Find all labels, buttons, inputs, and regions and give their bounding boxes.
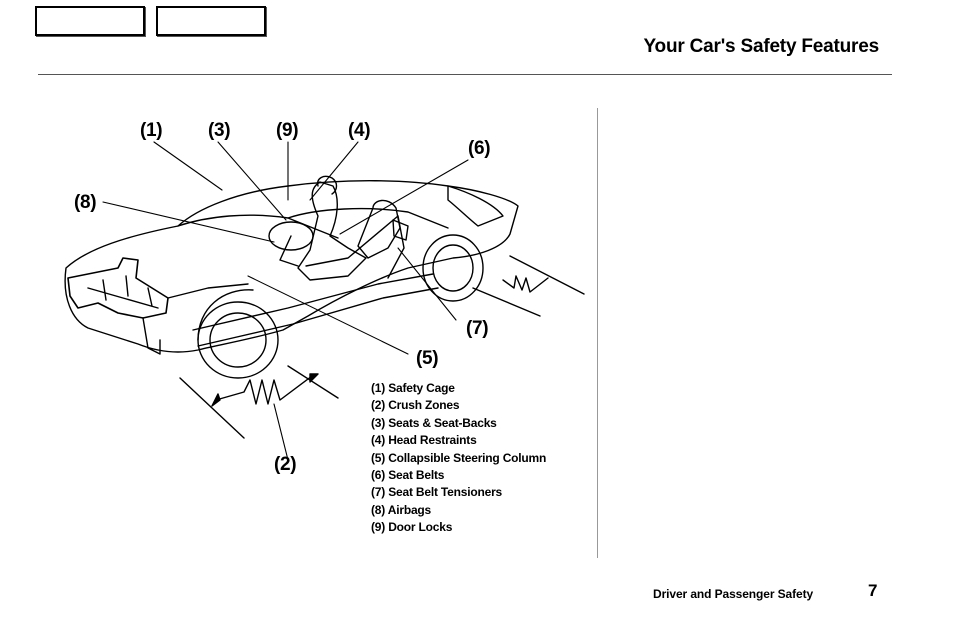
- legend-item: (3) Seats & Seat-Backs: [371, 415, 497, 430]
- legend-item: (4) Head Restraints: [371, 433, 477, 448]
- car-body-outline: [64, 180, 519, 353]
- rear-crush-zone: [472, 255, 585, 317]
- callout-8: (8): [74, 192, 97, 213]
- callout-5: (5): [416, 348, 439, 369]
- safety-features-illustration: (1) (3) (9) (4) (6) (8) (7) (5) (2): [48, 108, 594, 544]
- previous-page-button[interactable]: [35, 6, 145, 36]
- callout-1: (1): [140, 120, 163, 141]
- seat: [297, 181, 367, 281]
- callout-2: (2): [274, 454, 297, 475]
- passenger-seat: [357, 199, 401, 259]
- page-number: 7: [868, 581, 878, 600]
- legend-item: (7) Seat Belt Tensioners: [371, 485, 503, 500]
- head-restraint: [317, 175, 338, 195]
- leader-lines: [102, 141, 469, 461]
- next-page-button[interactable]: [156, 6, 266, 36]
- footer-section-title: Driver and Passenger Safety: [653, 587, 814, 601]
- front-crush-zone: [179, 365, 339, 439]
- callout-6: (6): [468, 138, 491, 159]
- legend-item: (2) Crush Zones: [371, 398, 460, 413]
- front-frame: [67, 257, 169, 319]
- rear-wheel: [422, 234, 484, 302]
- title-divider: [38, 74, 892, 75]
- legend-item: (5) Collapsible Steering Column: [371, 450, 547, 465]
- legend-item: (6) Seat Belts: [371, 468, 445, 483]
- feature-legend: (1) Safety Cage (2) Crush Zones (3) Seat…: [371, 380, 591, 537]
- callout-4: (4): [348, 120, 371, 141]
- column-divider: [597, 108, 598, 558]
- seat-belt: [305, 215, 405, 279]
- legend-item: (8) Airbags: [371, 502, 432, 517]
- callout-9: (9): [276, 120, 299, 141]
- side-sill: [192, 273, 434, 331]
- callout-3: (3): [208, 120, 231, 141]
- car-cutaway-drawing: [64, 141, 585, 461]
- callout-7: (7): [466, 318, 489, 339]
- legend-item: (9) Door Locks: [371, 520, 453, 535]
- legend-item: (1) Safety Cage: [371, 381, 455, 395]
- rear-window-outline: [447, 185, 504, 227]
- page-title: Your Car's Safety Features: [643, 36, 879, 57]
